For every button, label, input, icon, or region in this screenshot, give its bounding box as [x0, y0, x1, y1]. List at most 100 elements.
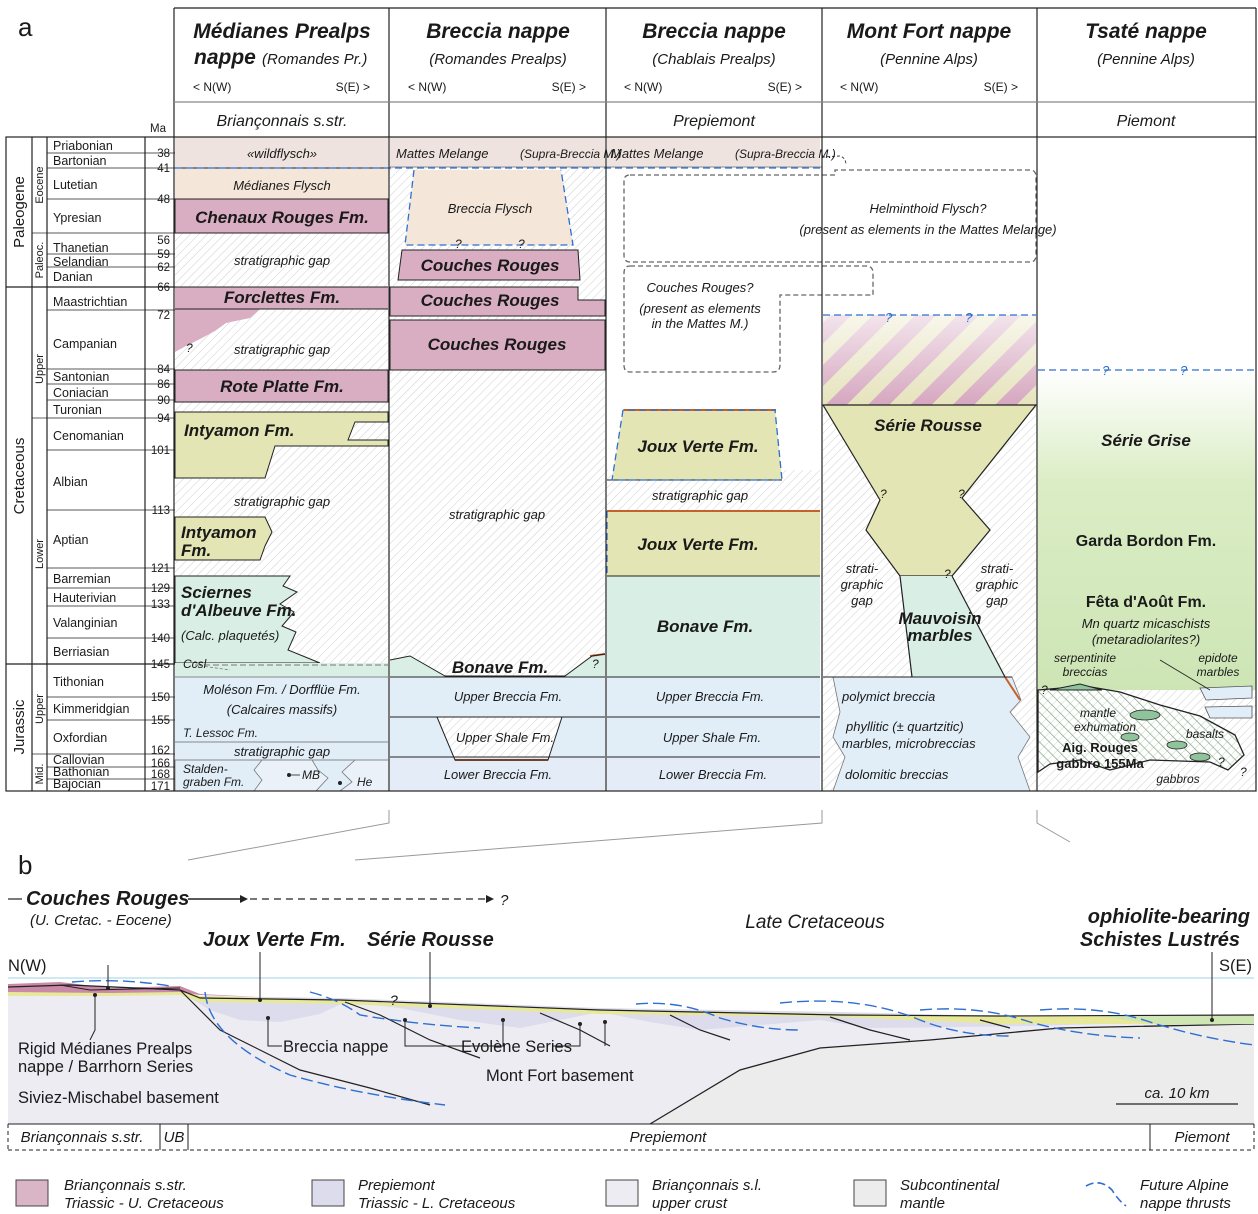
helminthoid-box — [623, 169, 1037, 263]
col3-joux-1: Joux Verte Fm. — [637, 437, 758, 456]
serpentinite-lens — [1049, 683, 1103, 691]
col1-q: ? — [186, 341, 193, 355]
epidote-lens-2 — [1204, 705, 1253, 719]
mattes-arrow — [821, 155, 847, 166]
section-evolene: Evolène Series — [461, 1038, 572, 1056]
col2-mattes: Mattes Melange — [396, 146, 489, 161]
domain-bar — [7, 1123, 1255, 1151]
col3-bonave: Bonave Fm. — [657, 617, 753, 636]
section-ophiolite1: ophiolite-bearing — [1088, 906, 1250, 928]
ma-label: Ma — [150, 123, 167, 135]
era-jurassic: Jurassic — [11, 699, 28, 755]
ma-62: 62 — [157, 262, 170, 274]
ma-56: 56 — [157, 235, 170, 247]
section-serie-q: ? — [390, 992, 398, 1008]
col4-breccias — [832, 676, 1031, 792]
col5-serie-grise: Série Grise — [1101, 431, 1191, 450]
serie-grise-unit — [1038, 370, 1256, 690]
col1-moleson: Moléson Fm. / Dorfflüe Fm. — [203, 682, 360, 697]
table-frame — [5, 7, 1257, 792]
col3-right-dir: S(E) > — [768, 80, 802, 94]
section-joux: Joux Verte Fm. — [203, 929, 346, 951]
dot-evolene-1 — [403, 1018, 407, 1022]
col2-lower-breccia: Lower Breccia Fm. — [444, 767, 552, 782]
col3-title: Breccia nappe — [642, 20, 786, 43]
col5-q1: ? — [1102, 363, 1110, 378]
col5-q5: ? — [1240, 765, 1247, 779]
col2-upper-breccia — [390, 677, 605, 717]
col4-gap-r1: strati- — [981, 561, 1014, 576]
epidote-lens — [1199, 685, 1253, 701]
mauvoisin-unit — [900, 576, 1005, 677]
stage-priabonian: Priabonian — [53, 139, 113, 153]
section-siviez: Siviez-Mischabel basement — [18, 1089, 219, 1107]
legend-swatch-prepiemont — [311, 1179, 345, 1207]
col3-upper-shale: Upper Shale Fm. — [663, 730, 761, 745]
legend-2-l1: Prepiemont — [358, 1177, 436, 1194]
mb-point — [287, 773, 291, 777]
col1-title2: nappe — [194, 46, 256, 69]
col4-sub: (Pennine Alps) — [880, 51, 978, 68]
col5-epi1: epidote — [1198, 651, 1238, 665]
col5-feta: Fêta d'Août Fm. — [1086, 594, 1206, 611]
col2-gap: stratigraphic gap — [449, 507, 545, 522]
mauvoisin-left — [899, 575, 913, 678]
legend-5-l1: Future Alpine — [1140, 1177, 1229, 1194]
stage-barremian: Barremian — [53, 572, 111, 586]
section-nw: N(W) — [8, 957, 46, 975]
moleson-unit — [175, 677, 388, 742]
col4-dolomitic: dolomitic breccias — [845, 767, 949, 782]
section-couches-rouges: Couches Rouges — [26, 888, 189, 910]
col1-intyamon2b: Fm. — [181, 541, 211, 560]
col5-garda: Garda Bordon Fm. — [1076, 533, 1216, 550]
stage-aptian: Aptian — [53, 533, 88, 547]
stage-selandian: Selandian — [53, 255, 109, 269]
col2-title: Breccia nappe — [426, 20, 570, 43]
bar-prepiemont: Prepiemont — [630, 1129, 708, 1146]
stage-labels: Priabonian Bartonian Lutetian Ypresian T… — [53, 139, 129, 791]
col1-calc-massifs: (Calcaires massifs) — [227, 702, 338, 717]
section-leaders — [89, 952, 1213, 1047]
section-mont-fort: Mont Fort basement — [486, 1067, 634, 1085]
col5-mn2: (metaradiolarites?) — [1092, 632, 1200, 647]
epidote-leader — [1159, 659, 1211, 691]
forclettes-wedges — [175, 309, 260, 352]
lessoc-unit — [175, 742, 388, 760]
col3-left-dir: < N(W) — [624, 80, 662, 94]
cr-arrowhead-2 — [486, 895, 494, 903]
ma-162: 162 — [151, 745, 170, 757]
col4-gap-r2: graphic — [976, 577, 1019, 592]
section-cr-q: ? — [500, 892, 509, 909]
col1-intyamon: Intyamon Fm. — [184, 421, 295, 440]
col2-upper-shale — [390, 717, 605, 760]
col2-bonave — [390, 654, 605, 677]
col3-joux-2: Joux Verte Fm. — [637, 535, 758, 554]
col1-gap-2: stratigraphic gap — [234, 342, 330, 357]
col5-q4: ? — [1218, 755, 1225, 769]
epoch-mid-jur: Mid. — [34, 764, 46, 785]
legend-swatch-brianconnais — [15, 1179, 49, 1207]
legend-4-l1: Subcontinental — [900, 1177, 1000, 1194]
stage-thanetian: Thanetian — [53, 241, 109, 255]
col3-upper-breccia: Upper Breccia Fm. — [656, 689, 764, 704]
col3-sub: (Chablais Prealps) — [652, 51, 775, 68]
breccia-flysch-unit — [405, 170, 573, 245]
col2-sub: (Romandes Prealps) — [429, 51, 567, 68]
col3-helminthoid2: (present as elements in the Mattes Melan… — [799, 222, 1056, 237]
stage-bathonian: Bathonian — [53, 765, 109, 779]
ccsl-leader — [194, 664, 231, 671]
dot-ophiolite — [1210, 1018, 1214, 1022]
col4-q2: ? — [965, 310, 973, 325]
ma-41: 41 — [157, 163, 170, 175]
col2-upper-shale: Upper Shale Fm. — [456, 730, 554, 745]
section-serie-rousse: Série Rousse — [367, 929, 494, 951]
col1-right-dir: S(E) > — [336, 80, 370, 94]
col4-polymict: polymict breccia — [841, 689, 935, 704]
bar-brianconnais: Briançonnais s.str. — [21, 1129, 144, 1146]
medianes-flysch-unit — [175, 168, 388, 199]
bar-piemont: Piemont — [1174, 1129, 1230, 1146]
ma-140: 140 — [151, 633, 170, 645]
col3-upper-shale — [607, 717, 820, 757]
col4-serie-rousse: Série Rousse — [874, 416, 982, 435]
